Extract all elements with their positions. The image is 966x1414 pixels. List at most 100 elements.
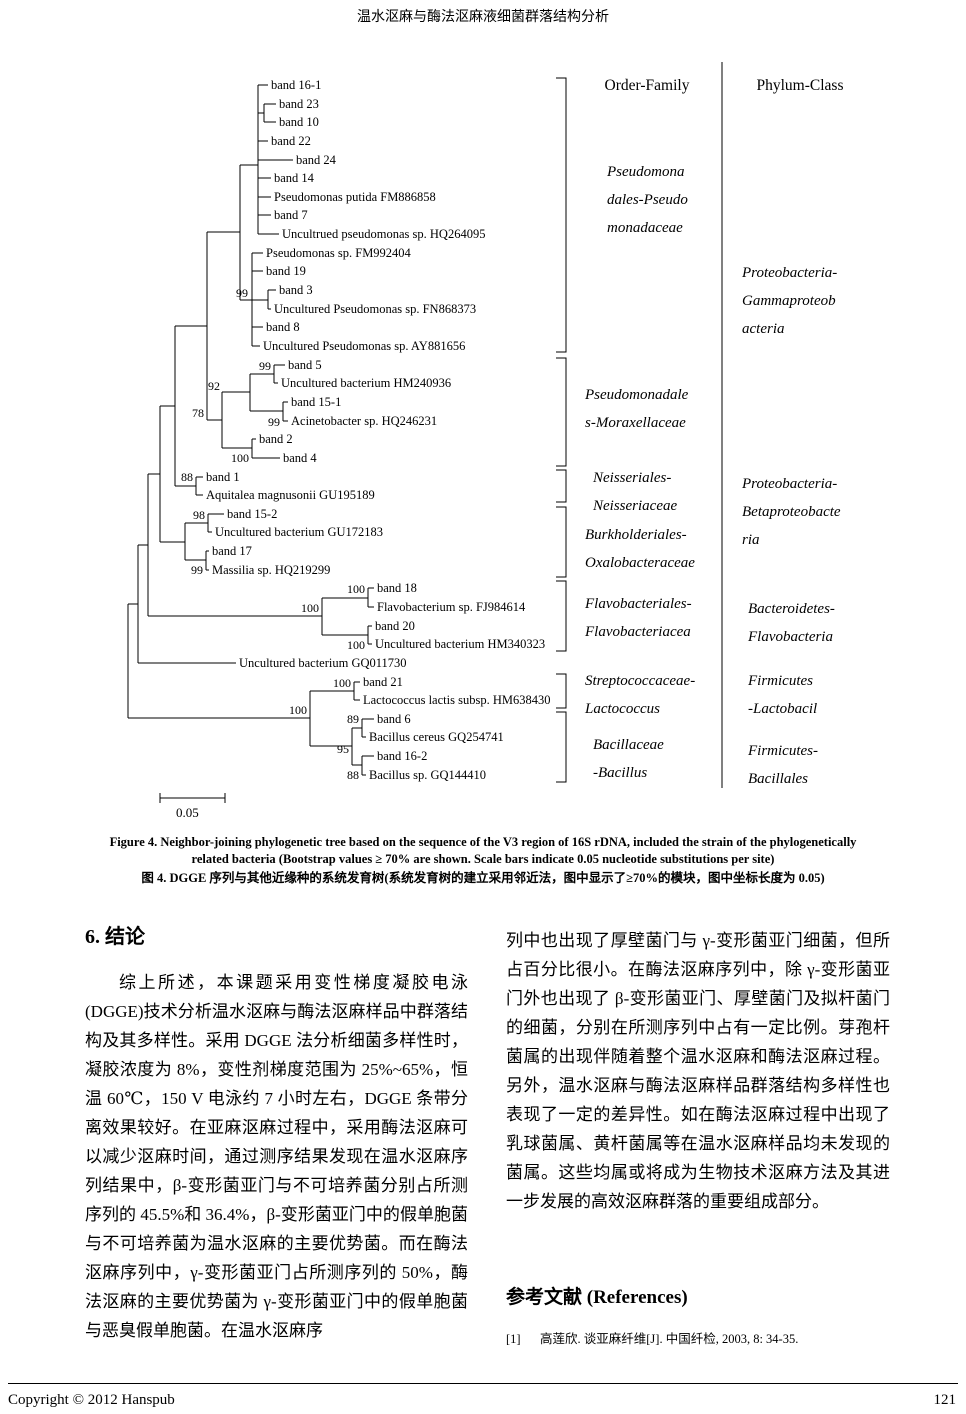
group-label-phylum-class: Betaproteobacte — [742, 504, 841, 520]
tree-branches — [127, 84, 374, 776]
group-label-phylum-class: Gammaproteob — [742, 293, 836, 309]
group-label-order-family: Pseudomona — [606, 164, 685, 180]
order-family-labels: Pseudomona dales-Pseudo monadaceae Pseud… — [584, 164, 695, 781]
bootstrap-value: 100 — [347, 638, 365, 652]
tree-leaf-label: band 4 — [283, 451, 317, 465]
group-label-phylum-class: ria — [742, 532, 760, 548]
bootstrap-value: 100 — [347, 582, 365, 596]
group-label-order-family: Pseudomonadale — [584, 387, 689, 403]
reference-number: [1] — [506, 1332, 521, 1346]
bootstrap-value: 100 — [231, 451, 249, 465]
tree-leaf-label: Uncultured Pseudomonas sp. AY881656 — [263, 339, 465, 353]
tree-leaf-label: band 8 — [266, 320, 300, 334]
tree-leaf-label: Bacillus cereus GQ254741 — [369, 730, 504, 744]
bootstrap-value: 99 — [236, 286, 248, 300]
conclusion-paragraph-left: 综上所述，本课题采用变性梯度凝胶电泳(DGGE)技术分析温水沤麻与酶法沤麻样品中… — [85, 973, 468, 1340]
figure-4-phylogenetic-tree: 0.05 Order-Family Phylum-Class band 16-1… — [127, 62, 844, 820]
bootstrap-value: 100 — [301, 601, 319, 615]
tree-leaf-label: band 15-2 — [227, 507, 277, 521]
references-heading: 参考文献 (References) — [506, 1287, 688, 1308]
group-label-order-family: Flavobacteriales- — [584, 596, 692, 612]
group-label-phylum-class: -Lactobacil — [748, 701, 817, 717]
bootstrap-value: 78 — [192, 406, 204, 420]
tree-leaf-label: band 22 — [271, 134, 311, 148]
group-label-phylum-class: Bacteroidetes- — [748, 601, 835, 617]
tree-leaf-label: band 15-1 — [291, 395, 341, 409]
footer-page-number: 121 — [933, 1392, 957, 1408]
footer-rule — [8, 1383, 958, 1384]
group-label-order-family: -Bacillus — [593, 765, 647, 781]
tree-leaf-label: band 10 — [279, 115, 319, 129]
column-header-phylum-class: Phylum-Class — [757, 77, 844, 94]
group-label-order-family: Lactococcus — [584, 701, 660, 717]
scale-bar-label: 0.05 — [176, 805, 199, 820]
group-label-phylum-class: acteria — [742, 321, 785, 337]
tree-leaf-label: Massilia sp. HQ219299 — [212, 563, 330, 577]
figure-caption: Figure 4. Neighbor-joining phylogenetic … — [30, 834, 936, 887]
section-heading-conclusion: 6. 结论 — [85, 926, 145, 948]
tree-leaf-label: Uncultured Pseudomonas sp. FN868373 — [274, 302, 476, 316]
tree-leaf-label: Uncultured bacterium GU172183 — [215, 525, 383, 539]
tree-leaf-label: band 23 — [279, 97, 319, 111]
tree-leaf-label: Flavobacterium sp. FJ984614 — [377, 600, 526, 614]
tree-leaf-label: Uncultured bacterium HM240936 — [281, 376, 451, 390]
group-label-order-family: Streptococcaceae- — [585, 673, 695, 689]
tree-leaf-label: band 21 — [363, 675, 403, 689]
tree-leaf-label: band 1 — [206, 470, 240, 484]
figure-caption-en-line1: Figure 4. Neighbor-joining phylogenetic … — [109, 835, 857, 849]
tree-leaf-label: band 14 — [274, 171, 315, 185]
tree-leaf-label: band 6 — [377, 712, 411, 726]
bootstrap-values: 99 78 92 99 99 100 88 98 99 100 100 100 … — [181, 286, 365, 782]
group-label-phylum-class: Bacillales — [748, 771, 808, 787]
column-header-order-family: Order-Family — [605, 77, 690, 94]
tree-leaf-label: band 17 — [212, 544, 252, 558]
bootstrap-value: 88 — [347, 768, 359, 782]
tree-leaf-label: Uncultrued pseudomonas sp. HQ264095 — [282, 227, 485, 241]
bootstrap-value: 98 — [193, 508, 205, 522]
tree-leaf-label: band 16-2 — [377, 749, 427, 763]
group-label-order-family: dales-Pseudo — [607, 192, 688, 208]
group-label-phylum-class: Proteobacteria- — [741, 265, 837, 281]
tree-leaf-label: Aquitalea magnusonii GU195189 — [206, 488, 375, 502]
bootstrap-value: 89 — [347, 712, 359, 726]
group-label-order-family: monadaceae — [607, 220, 683, 236]
tree-leaf-label: band 2 — [259, 432, 293, 446]
bootstrap-value: 99 — [268, 415, 280, 429]
group-label-order-family: Flavobacteriacea — [584, 624, 691, 640]
tree-leaf-label: band 20 — [375, 619, 415, 633]
group-label-order-family: Burkholderiales- — [585, 527, 687, 543]
bootstrap-value: 100 — [333, 676, 351, 690]
tree-leaf-label: band 24 — [296, 153, 337, 167]
bootstrap-value: 99 — [259, 359, 271, 373]
figure-caption-en-line2: related bacteria (Bootstrap values ≥ 70%… — [191, 852, 775, 866]
bootstrap-value: 88 — [181, 470, 193, 484]
group-brackets — [556, 77, 567, 783]
bootstrap-value: 95 — [337, 742, 349, 756]
group-label-order-family: Neisseriales- — [592, 470, 671, 486]
group-label-order-family: Bacillaceae — [593, 737, 664, 753]
tree-leaf-label: band 3 — [279, 283, 313, 297]
group-label-phylum-class: Proteobacteria- — [741, 476, 837, 492]
group-label-order-family: Oxalobacteraceae — [585, 555, 695, 571]
footer-copyright: Copyright © 2012 Hanspub — [8, 1392, 175, 1408]
reference-text: 高莲欣. 谈亚麻纤维[J]. 中国纤检, 2003, 8: 34-35. — [540, 1332, 799, 1346]
group-label-order-family: s-Moraxellaceae — [585, 415, 686, 431]
figure-caption-zh: 图 4. DGGE 序列与其他近缘种的系统发育树(系统发育树的建立采用邻近法，图… — [141, 871, 825, 885]
tree-leaf-label: Uncultured bacterium GQ011730 — [239, 656, 407, 670]
bootstrap-value: 99 — [191, 563, 203, 577]
tree-leaf-label: band 5 — [288, 358, 322, 372]
tree-leaf-label: Acinetobacter sp. HQ246231 — [291, 414, 437, 428]
tree-leaf-label: band 16-1 — [271, 78, 321, 92]
tree-leaf-label: Uncultured bacterium HM340323 — [375, 637, 545, 651]
phylum-class-labels: Proteobacteria- Gammaproteob acteria Pro… — [741, 265, 841, 787]
tree-leaf-label: band 18 — [377, 581, 417, 595]
tree-leaf-labels: band 16-1 band 23 band 10 band 22 band 2… — [206, 78, 550, 782]
reference-item: [1] 高莲欣. 谈亚麻纤维[J]. 中国纤检, 2003, 8: 34-35. — [506, 1330, 890, 1348]
conclusion-paragraph-right: 列中也出现了厚壁菌门与 γ-变形菌亚门细菌，但所占百分比很小。在酶法沤麻序列中，… — [506, 931, 890, 1211]
scale-bar — [159, 793, 226, 803]
body-column-left: 综上所述，本课题采用变性梯度凝胶电泳(DGGE)技术分析温水沤麻与酶法沤麻样品中… — [85, 968, 468, 1345]
group-label-phylum-class: Flavobacteria — [747, 629, 833, 645]
tree-leaf-label: band 19 — [266, 264, 306, 278]
bootstrap-value: 100 — [289, 703, 307, 717]
